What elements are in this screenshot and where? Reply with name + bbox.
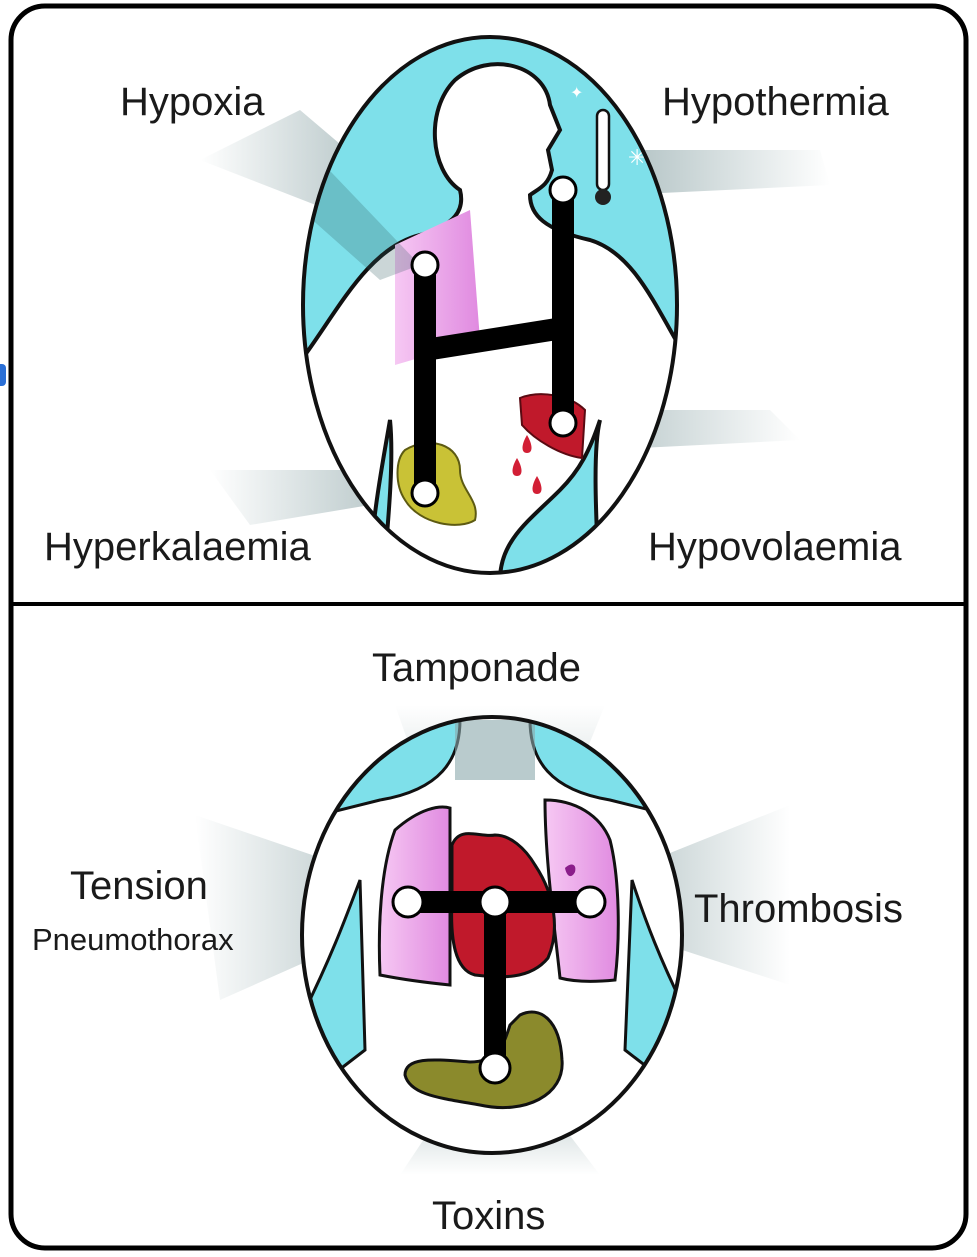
label-hyperkalaemia: Hyperkalaemia — [44, 527, 311, 567]
node-toxins — [480, 1053, 510, 1083]
label-hypothermia: Hypothermia — [662, 82, 889, 122]
label-pneumothorax: Pneumothorax — [32, 924, 234, 955]
thermometer-icon — [597, 110, 609, 190]
label-tension: Tension — [70, 866, 208, 906]
node-tamponade — [480, 887, 510, 917]
node-hypoxia — [412, 252, 438, 278]
node-hypovolaemia — [550, 410, 576, 436]
node-hyperkalaemia — [412, 480, 438, 506]
sparkle-icon: ✦ — [570, 83, 583, 102]
label-tamponade: Tamponade — [372, 648, 581, 688]
node-thrombosis — [575, 887, 605, 917]
label-hypovolaemia: Hypovolaemia — [648, 527, 901, 567]
thermometer-bulb-icon — [595, 189, 611, 205]
neck-shape — [455, 720, 535, 780]
node-hypothermia — [550, 177, 576, 203]
label-thrombosis: Thrombosis — [694, 889, 903, 929]
label-toxins: Toxins — [432, 1196, 545, 1236]
node-tension — [393, 887, 423, 917]
label-hypoxia: Hypoxia — [120, 82, 265, 122]
side-marker — [0, 364, 6, 386]
